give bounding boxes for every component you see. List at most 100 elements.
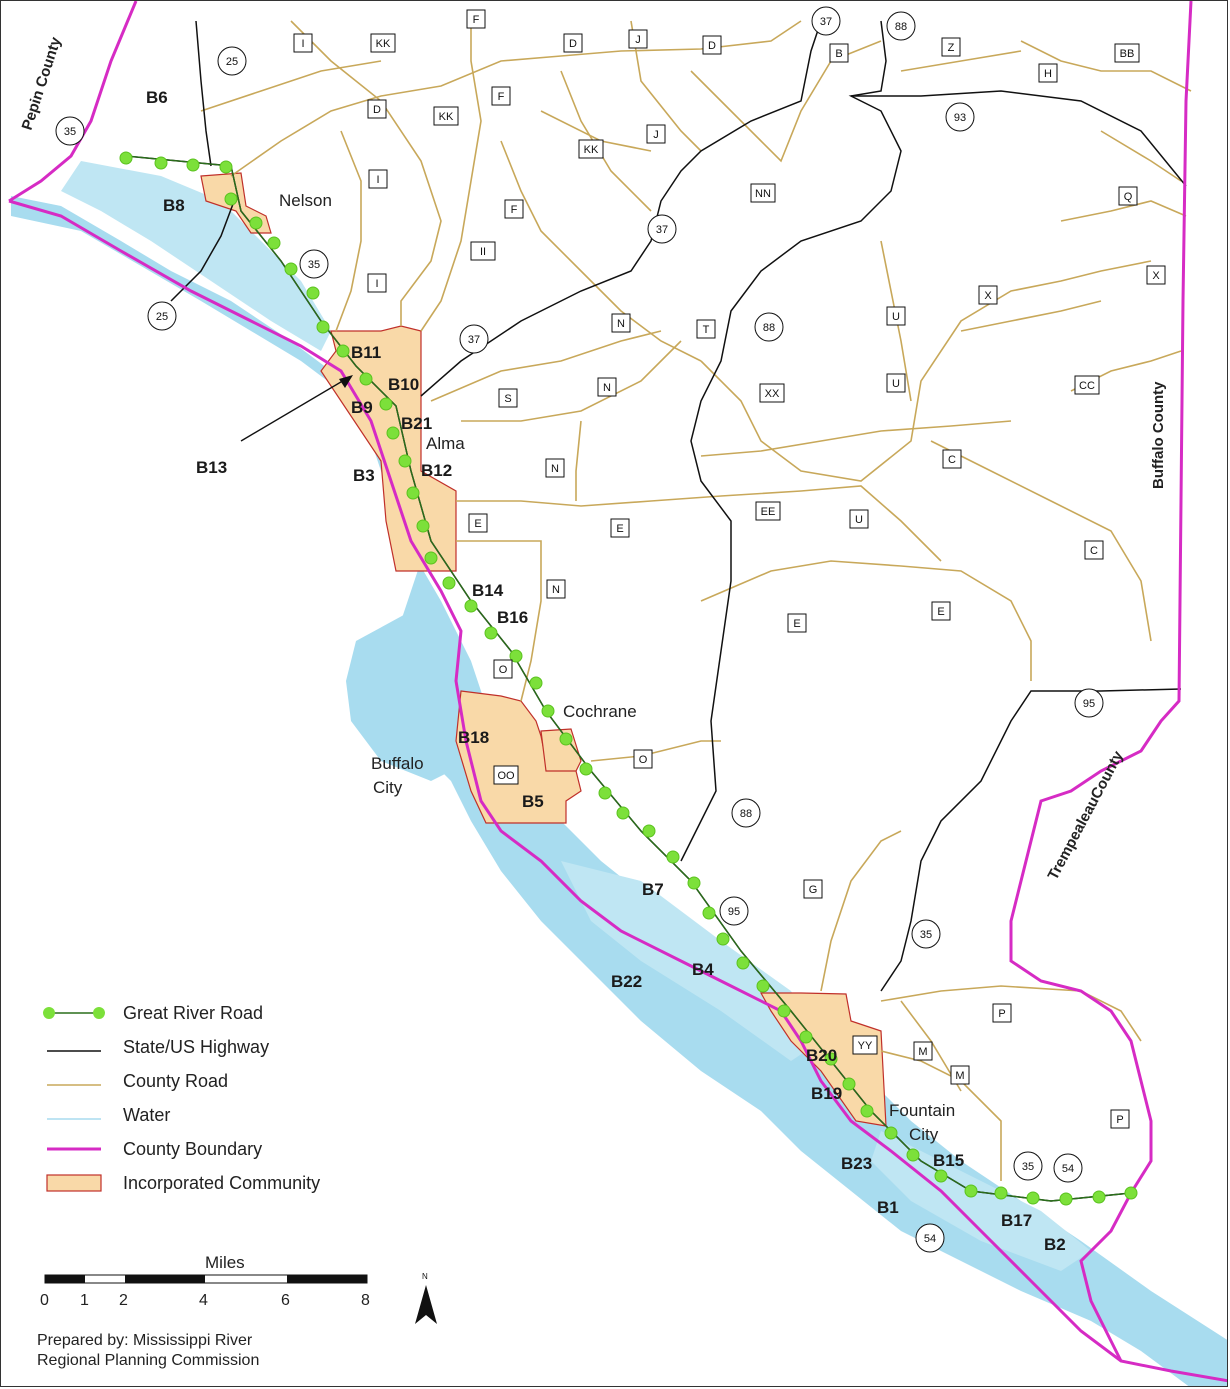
incorporated-community-symbol xyxy=(39,1173,109,1193)
county-road-shield-label: X xyxy=(1152,270,1160,282)
county-road-shield-label: N xyxy=(552,584,560,596)
county-road-shield-label: II xyxy=(480,246,486,258)
scale-tick: 1 xyxy=(80,1292,89,1309)
county-boundary-symbol xyxy=(39,1139,109,1159)
state-highway-shield-label: 37 xyxy=(468,334,480,346)
great-river-road-point xyxy=(687,876,701,890)
state-highway-shield: 35 xyxy=(911,919,941,949)
county-road-shield: E xyxy=(610,518,630,538)
great-river-road-point xyxy=(860,1104,874,1118)
state-highway-shield: 95 xyxy=(1074,688,1104,718)
great-river-road-point xyxy=(379,397,393,411)
great-river-road-point xyxy=(529,676,543,690)
site-label: B13 xyxy=(196,458,227,477)
county-road-shield: EE xyxy=(755,501,781,521)
great-river-road xyxy=(119,151,1138,1206)
state-highway-shield: 95 xyxy=(719,896,749,926)
great-river-road-point xyxy=(736,956,750,970)
great-river-road-point xyxy=(224,192,238,206)
scale-bar-graphic xyxy=(44,1274,368,1284)
site-label: B15 xyxy=(933,1151,964,1170)
great-river-road-point xyxy=(994,1186,1008,1200)
county-road-shield: N xyxy=(545,458,565,478)
great-river-road-point xyxy=(119,151,133,165)
county-road-shield: B xyxy=(829,43,849,63)
nelson-label: Nelson xyxy=(279,191,332,210)
county-road-shield: O xyxy=(493,659,513,679)
site-label: B20 xyxy=(806,1046,837,1065)
county-road-shield-label: EE xyxy=(761,506,776,518)
river-main xyxy=(11,196,1227,1386)
legend-label: State/US Highway xyxy=(123,1036,270,1057)
backwater-lake xyxy=(346,611,471,781)
state-highway-shield: 54 xyxy=(1053,1153,1083,1183)
buffalo-city-label-2: City xyxy=(373,778,403,797)
great-river-road-point xyxy=(509,649,523,663)
great-river-road-point xyxy=(359,372,373,386)
county-road-shield-label: N xyxy=(617,318,625,330)
county-road-shield: J xyxy=(646,124,666,144)
state-highway-shield: 35 xyxy=(55,116,85,146)
county-road-shield: J xyxy=(628,29,648,49)
county-road-symbol xyxy=(39,1071,109,1091)
great-river-road-point xyxy=(336,344,350,358)
county-road-shield-label: J xyxy=(635,34,641,46)
county-road-shield: H xyxy=(1038,63,1058,83)
county-road-shield: I xyxy=(367,273,387,293)
county-road-shield: T xyxy=(696,319,716,339)
legend-label: Water xyxy=(123,1104,171,1125)
great-river-road-point xyxy=(442,576,456,590)
site-label: B4 xyxy=(692,960,714,979)
north-arrow: N xyxy=(411,1269,441,1329)
site-labels: B6 B8 B11 B10 B9 B21 B13 B3 B12 B14 B16 … xyxy=(146,88,1066,1254)
fountain-city-label-2: City xyxy=(909,1125,939,1144)
county-road-shield: F xyxy=(466,9,486,29)
state-highway-shield-label: 25 xyxy=(156,311,168,323)
county-road-shield-label: KK xyxy=(584,144,599,156)
legend-item-incorporated-community: Incorporated Community xyxy=(39,1166,399,1200)
county-road-shield-label: OO xyxy=(497,770,515,782)
county-road-shield: U xyxy=(886,306,906,326)
great-river-road-point xyxy=(598,786,612,800)
great-river-road-point xyxy=(249,216,263,230)
county-road-shield: X xyxy=(978,285,998,305)
great-river-road-point xyxy=(306,286,320,300)
legend-item-water: Water xyxy=(39,1098,399,1132)
county-road-shield: E xyxy=(468,513,488,533)
county-road-shield-label: I xyxy=(301,38,304,50)
state-highway-shield-label: 35 xyxy=(64,126,76,138)
county-road-shield-label: X xyxy=(984,290,992,302)
great-river-road-point xyxy=(906,1148,920,1162)
hwy-25-south xyxy=(170,195,237,302)
great-river-road-point xyxy=(464,599,478,613)
county-road-shield: D xyxy=(367,99,387,119)
state-highway-shield: 25 xyxy=(147,301,177,331)
county-road-shield-label: KK xyxy=(439,111,454,123)
county-road-shield: NN xyxy=(750,183,776,203)
county-road-shield-label: E xyxy=(616,523,623,535)
county-road-shield: I xyxy=(368,169,388,189)
state-highway-shield-label: 93 xyxy=(954,112,966,124)
site-label: B5 xyxy=(522,792,544,811)
state-highway-symbol xyxy=(39,1037,109,1057)
county-road-shield: KK xyxy=(433,106,459,126)
credit-line-1: Prepared by: Mississippi River xyxy=(37,1332,253,1349)
county-road-shield-label: D xyxy=(569,38,577,50)
county-road-shield: M xyxy=(913,1041,933,1061)
county-road-shield-label: E xyxy=(937,606,944,618)
great-river-road-point xyxy=(154,156,168,170)
county-road-shield: P xyxy=(992,1003,1012,1023)
site-label: B19 xyxy=(811,1084,842,1103)
state-highway-shield: 25 xyxy=(217,46,247,76)
county-road-shield-label: P xyxy=(1116,1114,1123,1126)
county-road-shield: Q xyxy=(1118,186,1138,206)
hwy-93 xyxy=(851,90,1187,187)
scale-tick: 6 xyxy=(281,1292,290,1309)
great-river-road-point xyxy=(541,704,555,718)
hwy-37 xyxy=(420,20,822,397)
county-road-shield-label: D xyxy=(708,40,716,52)
legend-label: County Road xyxy=(123,1070,229,1091)
county-road-shield: BB xyxy=(1114,43,1140,63)
